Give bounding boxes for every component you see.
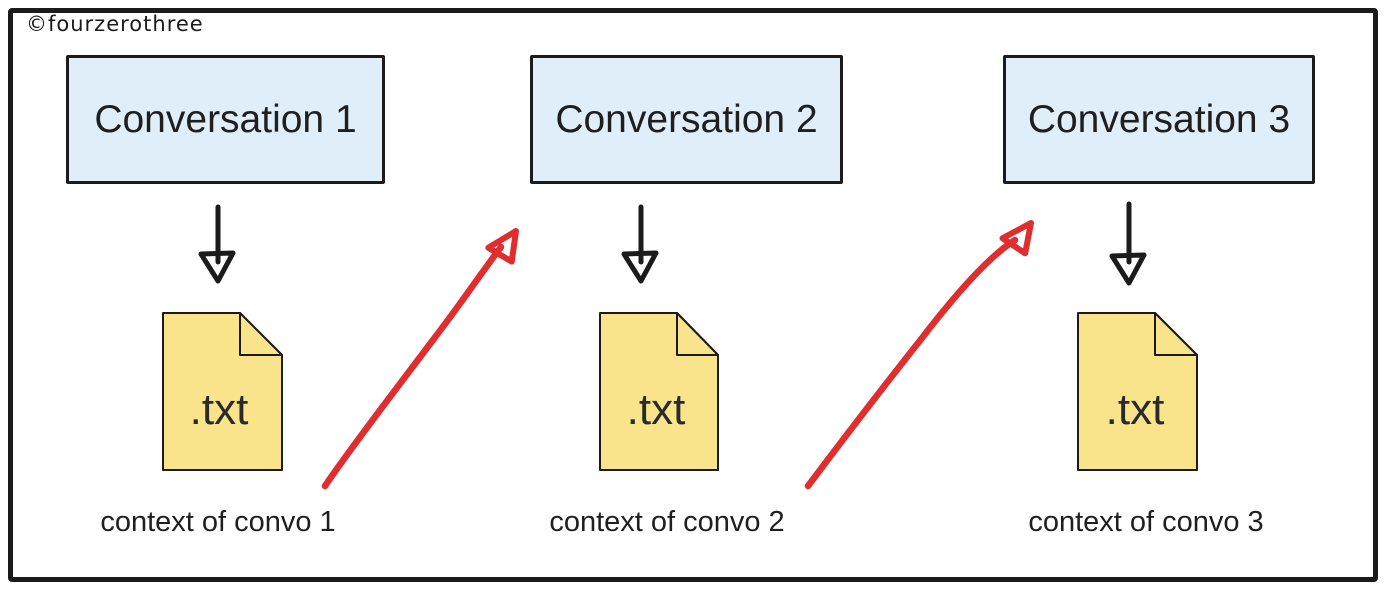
watermark-text: ©fourzerothree — [26, 12, 204, 36]
context-caption-2: context of convo 2 — [549, 506, 785, 538]
context-carry-arrow-icon — [321, 228, 519, 490]
file-txt-icon: .txt — [599, 312, 719, 471]
conversation-3-label: Conversation 3 — [1027, 97, 1291, 141]
context-caption-1: context of convo 1 — [100, 506, 336, 538]
down-arrow-icon — [198, 204, 236, 284]
context-caption-3: context of convo 3 — [1028, 506, 1264, 538]
file-extension-label: .txt — [627, 385, 686, 434]
conversation-2-label: Conversation 2 — [555, 97, 818, 141]
file-txt-icon: .txt — [1077, 312, 1198, 471]
conversation-1-label: Conversation 1 — [94, 97, 357, 141]
context-carry-arrow-icon — [804, 220, 1034, 490]
down-arrow-icon — [621, 204, 659, 284]
file-extension-label: .txt — [1106, 385, 1165, 434]
file-txt-icon: .txt — [162, 312, 283, 471]
conversation-1-box: Conversation 1 — [66, 55, 385, 184]
conversation-2-box: Conversation 2 — [530, 55, 843, 184]
down-arrow-icon — [1109, 201, 1147, 286]
conversation-3-box: Conversation 3 — [1003, 55, 1315, 184]
file-extension-label: .txt — [190, 385, 249, 434]
